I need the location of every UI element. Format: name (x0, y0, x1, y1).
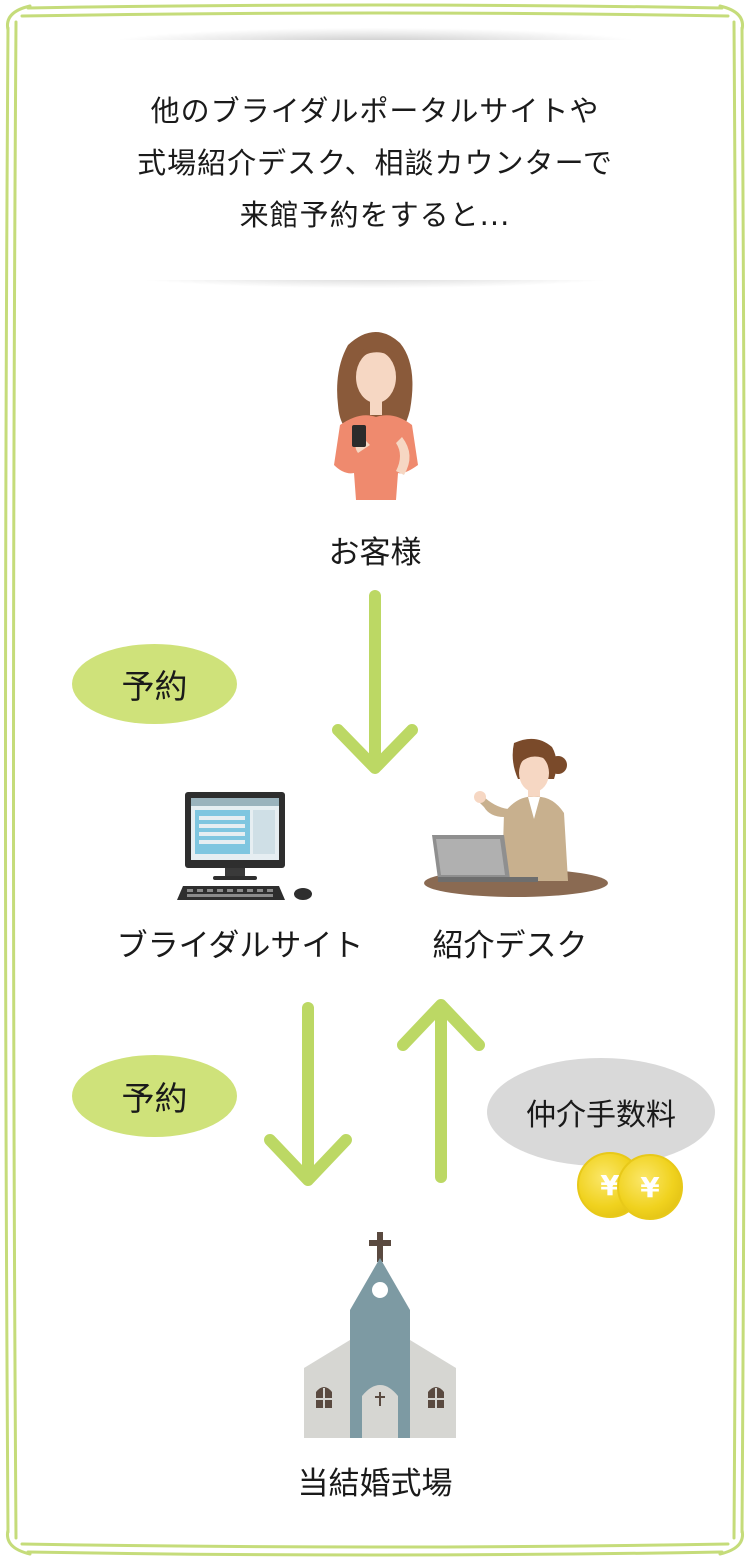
header-box (100, 40, 650, 280)
church-icon (304, 1232, 456, 1438)
node-venue: 当結婚式場 (297, 1466, 453, 1502)
header-line-3: 来館予約をすると... (239, 198, 511, 232)
computer-icon (177, 792, 312, 900)
node-bridal-site: ブライダルサイト (116, 928, 364, 964)
header-line-2: 式場紹介デスク、相談カウンターで (137, 146, 613, 180)
reserve-badge-top: 予約 (72, 644, 237, 724)
reserve-badge-bottom: 予約 (72, 1055, 237, 1137)
commission-fee-badge: 仲介手数料 (487, 1058, 715, 1166)
receptionist-icon (424, 738, 608, 897)
node-customer: お客様 (328, 535, 422, 571)
arrow-up-icon (397, 999, 485, 1183)
yen-coin-icon: ¥ (617, 1154, 683, 1220)
arrow-down-icon (332, 590, 418, 774)
header-line-1: 他のブライダルポータルサイトや (150, 94, 600, 128)
arrow-down-icon (264, 1002, 352, 1186)
woman-with-phone-icon (334, 331, 418, 500)
node-intro-desk: 紹介デスク (432, 928, 588, 964)
